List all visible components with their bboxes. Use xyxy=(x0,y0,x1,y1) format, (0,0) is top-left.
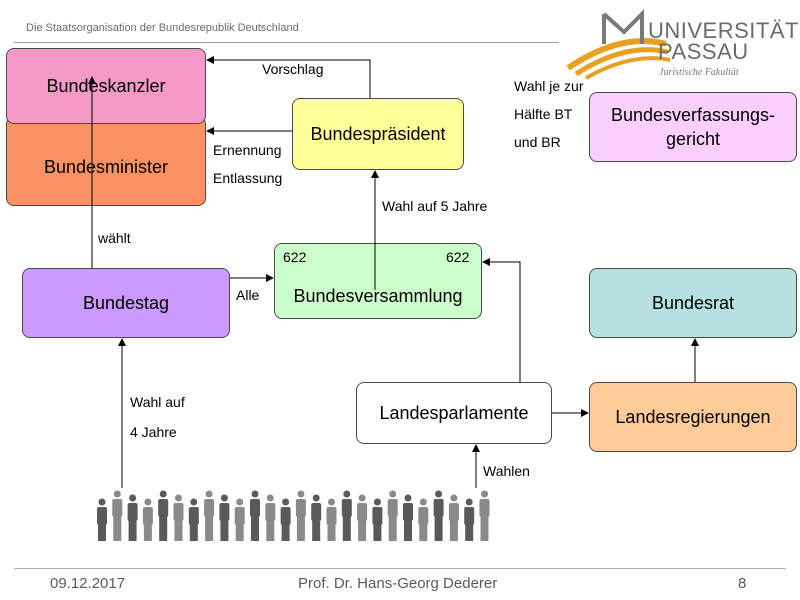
box-bundesrat: Bundesrat xyxy=(589,268,797,338)
label-landesparlamente: Landesparlamente xyxy=(379,403,529,423)
label-wahl-je-1: Wahl je zur xyxy=(514,78,584,94)
logo-line1: UNIVERSITÄT xyxy=(648,18,799,43)
header-divider xyxy=(14,42,559,43)
person-icon xyxy=(418,498,429,541)
person-icon xyxy=(142,498,153,541)
person-icon xyxy=(311,494,322,541)
person-icon xyxy=(326,498,337,541)
footer-divider xyxy=(14,568,786,569)
label-landesregierungen: Landesregierungen xyxy=(615,407,771,427)
person-icon xyxy=(280,498,291,541)
label-entlassung: Entlassung xyxy=(213,170,283,186)
footer-date: 09.12.2017 xyxy=(50,575,126,592)
box-landesregierungen: Landesregierungen xyxy=(589,382,797,452)
person-icon xyxy=(219,494,230,541)
person-icon xyxy=(250,490,260,541)
label-alle: Alle xyxy=(236,287,260,303)
person-icon xyxy=(158,490,169,541)
label-bundesminister: Bundesminister xyxy=(43,157,169,177)
label-bundesverfassungsgericht: Bundesverfassungs-gericht xyxy=(610,105,776,149)
box-bundestag: Bundestag xyxy=(22,268,230,338)
label-wahlen: Wahlen xyxy=(483,463,530,479)
label-wahl-je-3: und BR xyxy=(514,134,561,150)
label-wahl-auf: Wahl auf xyxy=(130,394,185,410)
box-landesparlamente: Landesparlamente xyxy=(356,382,552,444)
delegates-count-right: 622 xyxy=(446,249,470,265)
label-bundespraesident: Bundespräsident xyxy=(310,124,446,144)
label-vorschlag: Vorschlag xyxy=(262,61,324,77)
person-icon xyxy=(127,494,138,541)
person-icon xyxy=(97,498,107,541)
logo-subtitle: Juristische Fakultät xyxy=(659,67,739,78)
person-icon xyxy=(295,490,306,541)
label-4-jahre: 4 Jahre xyxy=(130,424,177,440)
person-icon xyxy=(188,498,199,541)
logo-line2: PASSAU xyxy=(658,39,749,64)
person-icon xyxy=(372,498,383,541)
label-ernennung: Ernennung xyxy=(213,142,282,158)
person-icon xyxy=(464,498,475,541)
footer-page-number: 8 xyxy=(738,575,747,592)
slide-header-title: Die Staatsorganisation der Bundesrepubli… xyxy=(26,22,299,34)
label-waehlt: wählt xyxy=(98,230,131,246)
label-bundesrat: Bundesrat xyxy=(651,293,735,313)
label-bundeskanzler: Bundeskanzler xyxy=(46,76,166,96)
person-icon xyxy=(357,494,368,541)
university-logo-icon xyxy=(566,9,671,80)
label-wahl-5-jahre: Wahl auf 5 Jahre xyxy=(382,198,488,214)
label-bundesversammlung: Bundesversammlung xyxy=(293,286,463,306)
person-icon xyxy=(234,498,245,541)
person-icon xyxy=(341,490,352,541)
person-icon xyxy=(112,490,123,541)
box-bundesminister: Bundesminister xyxy=(6,116,206,206)
label-wahl-je-2: Hälfte BT xyxy=(514,106,573,122)
person-icon xyxy=(448,494,459,541)
box-bundespraesident: Bundespräsident xyxy=(292,98,464,170)
person-icon xyxy=(265,494,276,541)
person-icon xyxy=(433,490,444,541)
person-icon xyxy=(387,490,398,541)
person-icon xyxy=(204,490,215,541)
box-bundeskanzler: Bundeskanzler xyxy=(6,48,206,124)
person-icon xyxy=(173,494,184,541)
footer-author: Prof. Dr. Hans-Georg Dederer xyxy=(298,575,498,592)
person-icon xyxy=(403,494,413,541)
box-bundesversammlung: Bundesversammlung xyxy=(274,243,482,319)
label-bundestag: Bundestag xyxy=(82,293,170,313)
delegates-count-left: 622 xyxy=(283,249,307,265)
person-icon xyxy=(479,490,490,541)
box-bundesverfassungsgericht: Bundesverfassungs-gericht xyxy=(589,92,797,162)
arrow-landesparlamente-bv xyxy=(482,258,521,382)
citizens-crowd-icon xyxy=(97,490,490,541)
